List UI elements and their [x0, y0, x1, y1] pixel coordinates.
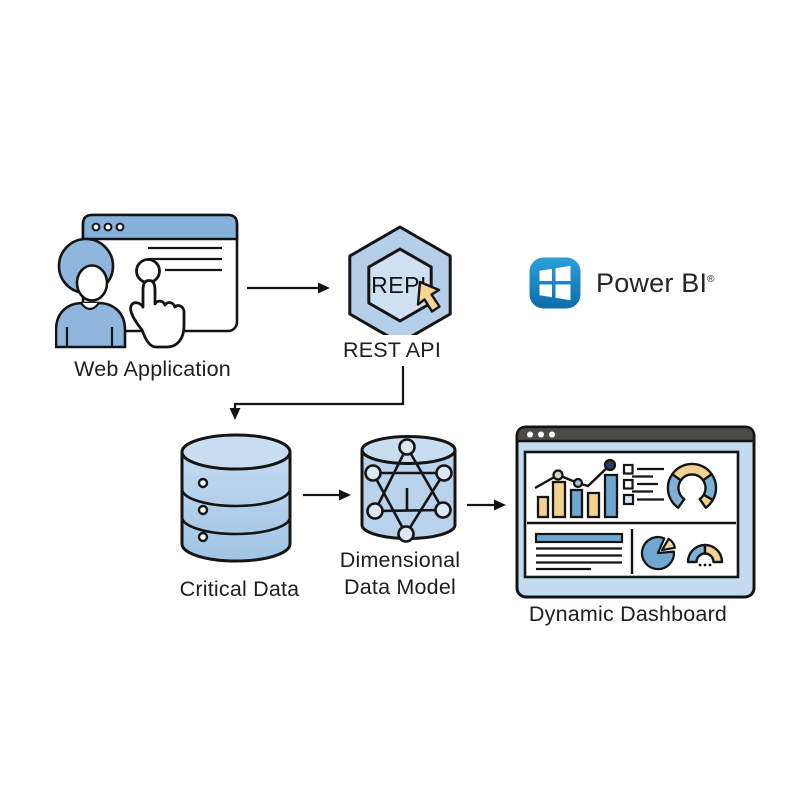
tap-hand-icon: [129, 258, 186, 349]
database-icon: [180, 433, 292, 563]
network-nodes: [364, 438, 453, 543]
pie-chart-icon: [640, 535, 676, 571]
network-edges: [371, 446, 446, 535]
windows-logo-icon: [529, 257, 581, 309]
checklist-icon: [622, 463, 664, 506]
web-application-label: Web Application: [74, 357, 231, 381]
data-model-icon: [360, 435, 457, 543]
dimensional-data-model-label: Dimensional Data Model: [339, 548, 461, 599]
registered-mark: ®: [707, 273, 715, 285]
critical-data-label: Critical Data: [179, 577, 300, 601]
semicircle-gauge-icon: [686, 543, 724, 567]
arrow-restapi-to-criticaldata: [229, 366, 405, 420]
hexagon-icon: REPI: [348, 225, 452, 335]
report-text-icon: [534, 532, 624, 571]
bar-chart-icon: [534, 458, 619, 519]
rest-api-icon: REPI: [348, 225, 452, 335]
power-bi-wordmark: Power BI®: [596, 267, 715, 298]
dynamic-dashboard-label: Dynamic Dashboard: [528, 602, 728, 626]
gauge-chart-icon: [666, 462, 718, 509]
user-icon: [55, 237, 127, 349]
dashboard-window-icon: [515, 425, 756, 599]
hexagon-badge-text: REPI: [371, 272, 427, 298]
text-lines: [148, 246, 222, 272]
dashboard-titlebar: [515, 425, 756, 443]
cursor-icon: [416, 280, 441, 313]
web-application-icon: [55, 213, 239, 349]
rest-api-label: REST API: [343, 338, 441, 362]
power-bi-logo: Power BI®: [528, 256, 715, 310]
